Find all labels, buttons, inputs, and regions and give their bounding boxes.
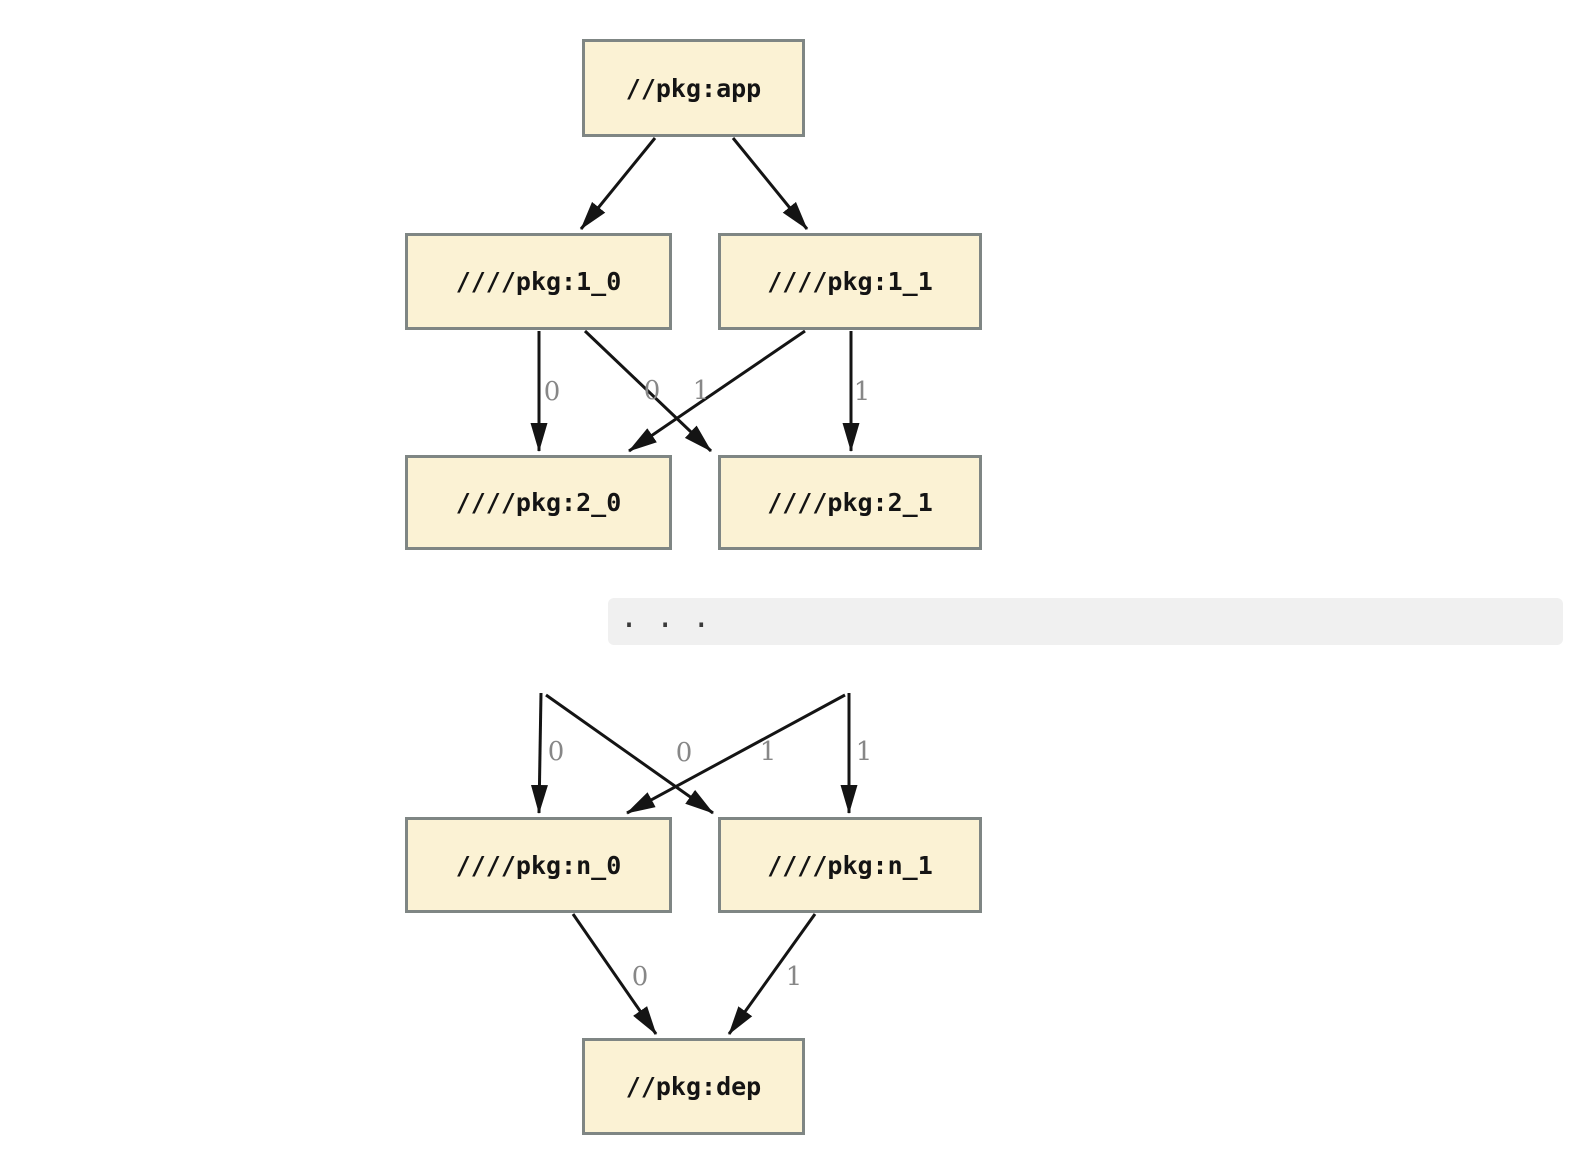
ellipsis-dots: . . . <box>620 600 711 635</box>
edge-label-ellipsis-to-pkgn_1: 1 <box>760 737 777 767</box>
edge-pkgn_1-to-dep <box>727 913 817 1035</box>
edge-ellipsis-to-pkgn_0 <box>530 692 548 814</box>
edge-label-pkgn_0-to-dep: 0 <box>632 962 649 992</box>
edge-pkg1_1-to-pkg2_0 <box>628 329 806 453</box>
ellipsis-band: . . . <box>608 598 1563 645</box>
edge-labels-group: 0 1 0 1 0 1 0 1 0 1 <box>544 376 873 992</box>
edge-label-pkg1_1-to-pkg2_0: 0 <box>644 376 661 406</box>
edge-app-to-pkg1_0 <box>579 137 657 230</box>
edge-label-pkg1_1-to-pkg2_1: 1 <box>854 377 871 407</box>
edge-label-pkg1_0-to-pkg2_1: 1 <box>693 376 710 406</box>
edge-ellipsis-to-pkgn_0 <box>626 693 846 815</box>
edge-ellipsis-to-pkgn_1 <box>545 693 714 815</box>
edge-label-pkgn_1-to-dep: 1 <box>786 962 803 992</box>
edge-pkgn_0-to-dep <box>571 913 658 1035</box>
edge-app-to-pkg1_1 <box>731 137 809 230</box>
edge-label-ellipsis-to-pkgn_0: 0 <box>548 737 565 767</box>
edge-pkg1_0-to-pkg2_1 <box>583 329 713 453</box>
edges-group <box>530 137 860 1035</box>
edge-label-ellipsis-to-pkgn_0: 0 <box>676 738 693 768</box>
edge-label-ellipsis-to-pkgn_1: 1 <box>856 737 873 767</box>
edge-label-pkg1_0-to-pkg2_0: 0 <box>544 377 561 407</box>
